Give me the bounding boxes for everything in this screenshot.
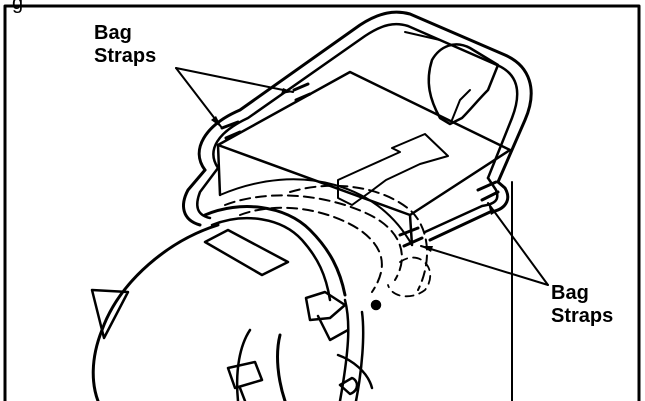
leader-tl-2 — [175, 67, 294, 93]
top-caption-fragment: g — [12, 0, 24, 14]
leader-br-2 — [420, 245, 549, 286]
left-tube-outer — [182, 168, 207, 227]
label-bag-straps-bottom: Bag Straps — [551, 282, 614, 327]
figure-border — [3, 4, 641, 401]
rear-handle-outer — [197, 10, 533, 184]
label-bag-straps-top: Bag Straps — [94, 22, 157, 67]
latch-grip — [427, 43, 500, 126]
side-bracket — [90, 288, 130, 340]
bag-tag — [337, 133, 449, 206]
strap-br-2 — [398, 226, 424, 248]
left-tube-inner — [196, 166, 220, 220]
right-tube-outer — [428, 180, 510, 242]
leader-br-1 — [487, 202, 549, 286]
chute-label — [203, 228, 290, 277]
mount-bracket — [304, 290, 347, 322]
hidden-lines — [224, 184, 428, 293]
front-frame — [203, 205, 347, 297]
strap-tl-1 — [220, 120, 242, 140]
right-tube-inner — [423, 176, 499, 234]
chute-body — [91, 223, 220, 401]
strap-tl-2 — [292, 82, 312, 102]
strap-br-1 — [476, 180, 500, 202]
rear-handle-inner — [212, 22, 519, 180]
lower-right-tubes — [338, 298, 365, 401]
